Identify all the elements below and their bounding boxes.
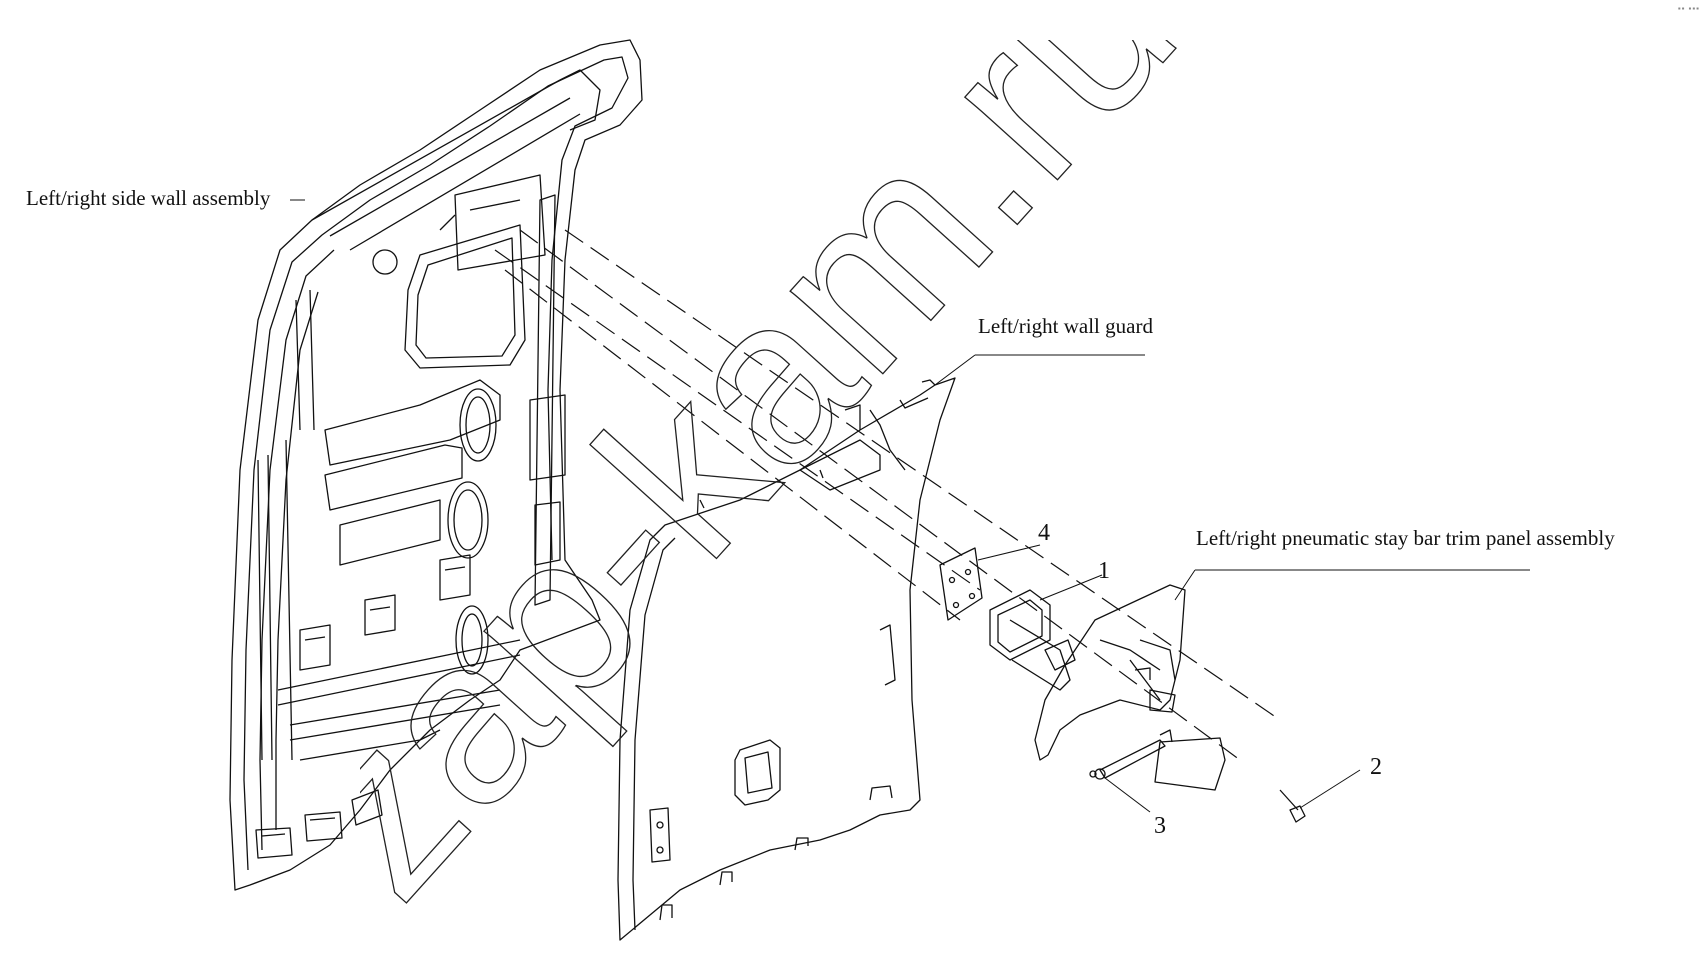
leader-lines <box>290 199 1530 813</box>
trim-panel-assembly <box>1034 584 1186 761</box>
part-3-gas-strut <box>1089 729 1226 791</box>
part-4-plate <box>939 547 983 621</box>
part-1-bracket <box>989 589 1076 691</box>
wall-guard <box>617 377 956 941</box>
assembly-dashed-lines <box>494 229 1281 761</box>
label-trim-panel-assembly: Left/right pneumatic stay bar trim panel… <box>1196 526 1615 550</box>
callout-2: 2 <box>1370 754 1382 780</box>
callout-1: 1 <box>1098 558 1110 584</box>
side-wall-assembly <box>229 39 643 891</box>
callout-3: 3 <box>1154 813 1166 839</box>
label-side-wall-assembly: Left/right side wall assembly <box>26 186 271 210</box>
corner-mark: ▪▪ ▪▪▪ <box>1677 4 1700 13</box>
label-wall-guard: Left/right wall guard <box>978 314 1153 338</box>
part-2-bolt <box>1279 789 1306 823</box>
callout-4: 4 <box>1038 520 1050 546</box>
